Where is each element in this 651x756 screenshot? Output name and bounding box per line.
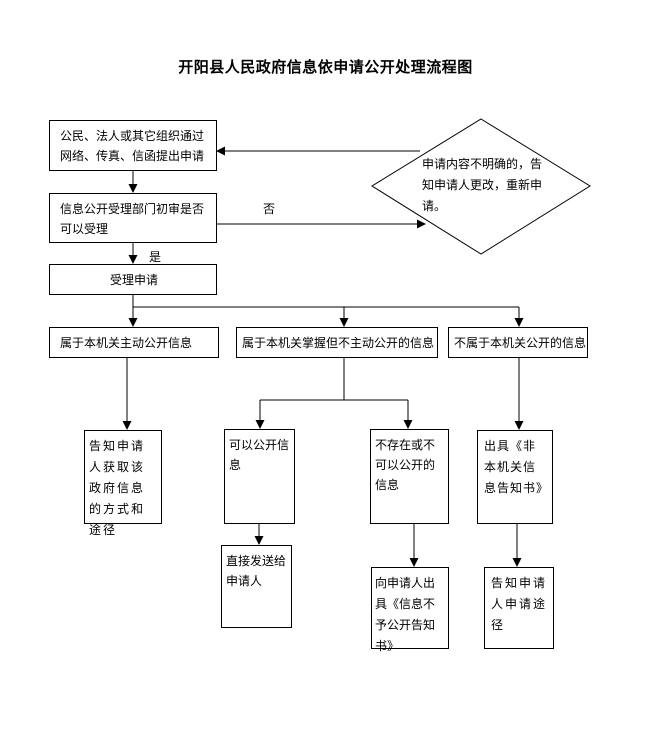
page-title: 开阳县人民政府信息依申请公开处理流程图 — [178, 58, 473, 76]
node-apply: 公民、法人或其它组织通过网络、传真、信函提出申请 — [49, 120, 217, 171]
node-review: 信息公开受理部门初审是否可以受理 — [49, 193, 217, 243]
node-cannot-disclose: 不存在或不可以公开的信息 — [370, 429, 449, 524]
node-not-held-info: 不属于本机关公开的信息 — [448, 327, 588, 358]
node-held-info: 属于本机关掌握但不主动公开的信息 — [236, 327, 438, 358]
node-active-info: 属于本机关主动公开信息 — [49, 327, 219, 358]
node-accept: 受理申请 — [49, 264, 217, 295]
node-issue-no-disclose: 向申请人出具《信息不予公开告知书》 — [371, 567, 449, 653]
node-issue-non-notice: 出具《非本机关信息告知书》 — [477, 430, 553, 524]
node-can-disclose: 可以公开信息 — [224, 429, 295, 524]
label-no: 否 — [263, 202, 276, 216]
node-send-direct: 直接发送给申请人 — [221, 545, 292, 628]
label-yes: 是 — [149, 250, 162, 264]
node-notify-method: 告知申请人获取该政府信息的方式和途径 — [84, 430, 162, 537]
node-unclear: 申请内容不明确的，告知申请人更改，重新申请。 — [422, 157, 543, 213]
decision-diamond — [371, 118, 591, 255]
node-notify-channel: 告知申请人申请途径 — [484, 567, 554, 649]
